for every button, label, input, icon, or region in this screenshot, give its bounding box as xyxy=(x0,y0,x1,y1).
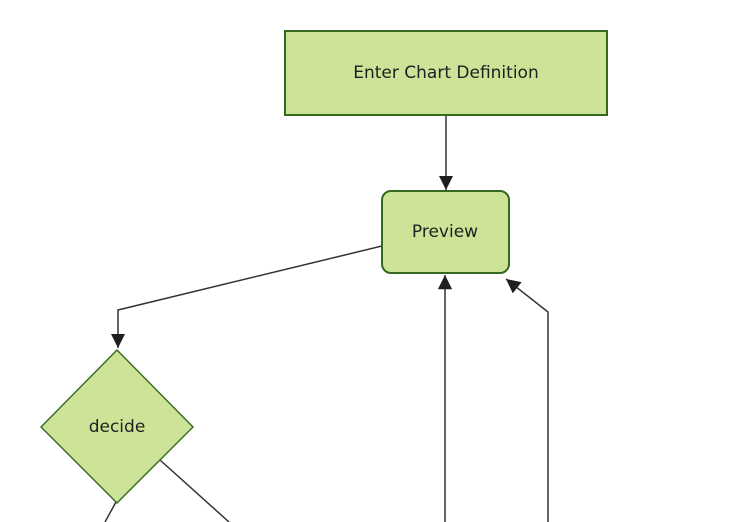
decide-label: decide xyxy=(89,417,146,437)
node-preview: Preview xyxy=(381,190,510,274)
decide-diamond xyxy=(40,349,194,504)
edge-preview-to-decide xyxy=(110,245,383,348)
edge-decide-down-right xyxy=(159,459,230,522)
preview-box xyxy=(381,190,510,274)
enter-chart-definition-box xyxy=(284,30,608,116)
edge-bottom-to-preview-right xyxy=(505,278,549,522)
enter-chart-definition-label: Enter Chart Definition xyxy=(353,63,538,83)
node-enter-chart-definition: Enter Chart Definition xyxy=(284,30,608,116)
node-decide: decide xyxy=(40,349,194,504)
edge-decide-down-left xyxy=(104,501,117,522)
preview-label: Preview xyxy=(412,222,478,242)
